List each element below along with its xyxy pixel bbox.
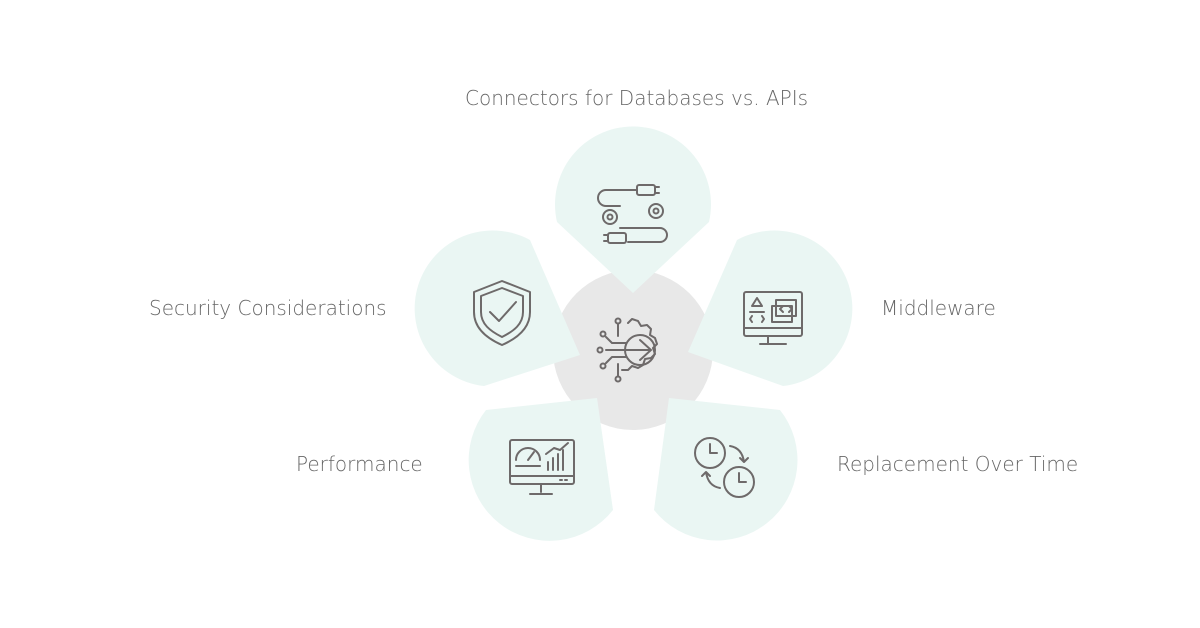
petal-bottom-left — [468, 398, 613, 541]
label-replacement: Replacement Over Time — [837, 452, 1079, 476]
petal-right — [688, 230, 853, 386]
label-connectors: Connectors for Databases vs. APIs — [465, 86, 809, 110]
petal-bottom-right — [654, 398, 798, 541]
shield-check-icon — [473, 280, 531, 346]
dashboard-monitor-icon — [509, 439, 575, 495]
label-middleware: Middleware — [881, 296, 996, 320]
monitor-code-icon — [743, 291, 803, 345]
label-security: Security Considerations — [149, 296, 387, 320]
cable-gears-icon — [597, 184, 668, 244]
petal-left — [414, 230, 580, 386]
petal-top — [555, 126, 711, 293]
clocks-cycle-icon — [694, 437, 755, 498]
gear-arrow-circuit-icon — [596, 317, 658, 383]
label-performance: Performance — [296, 452, 423, 476]
